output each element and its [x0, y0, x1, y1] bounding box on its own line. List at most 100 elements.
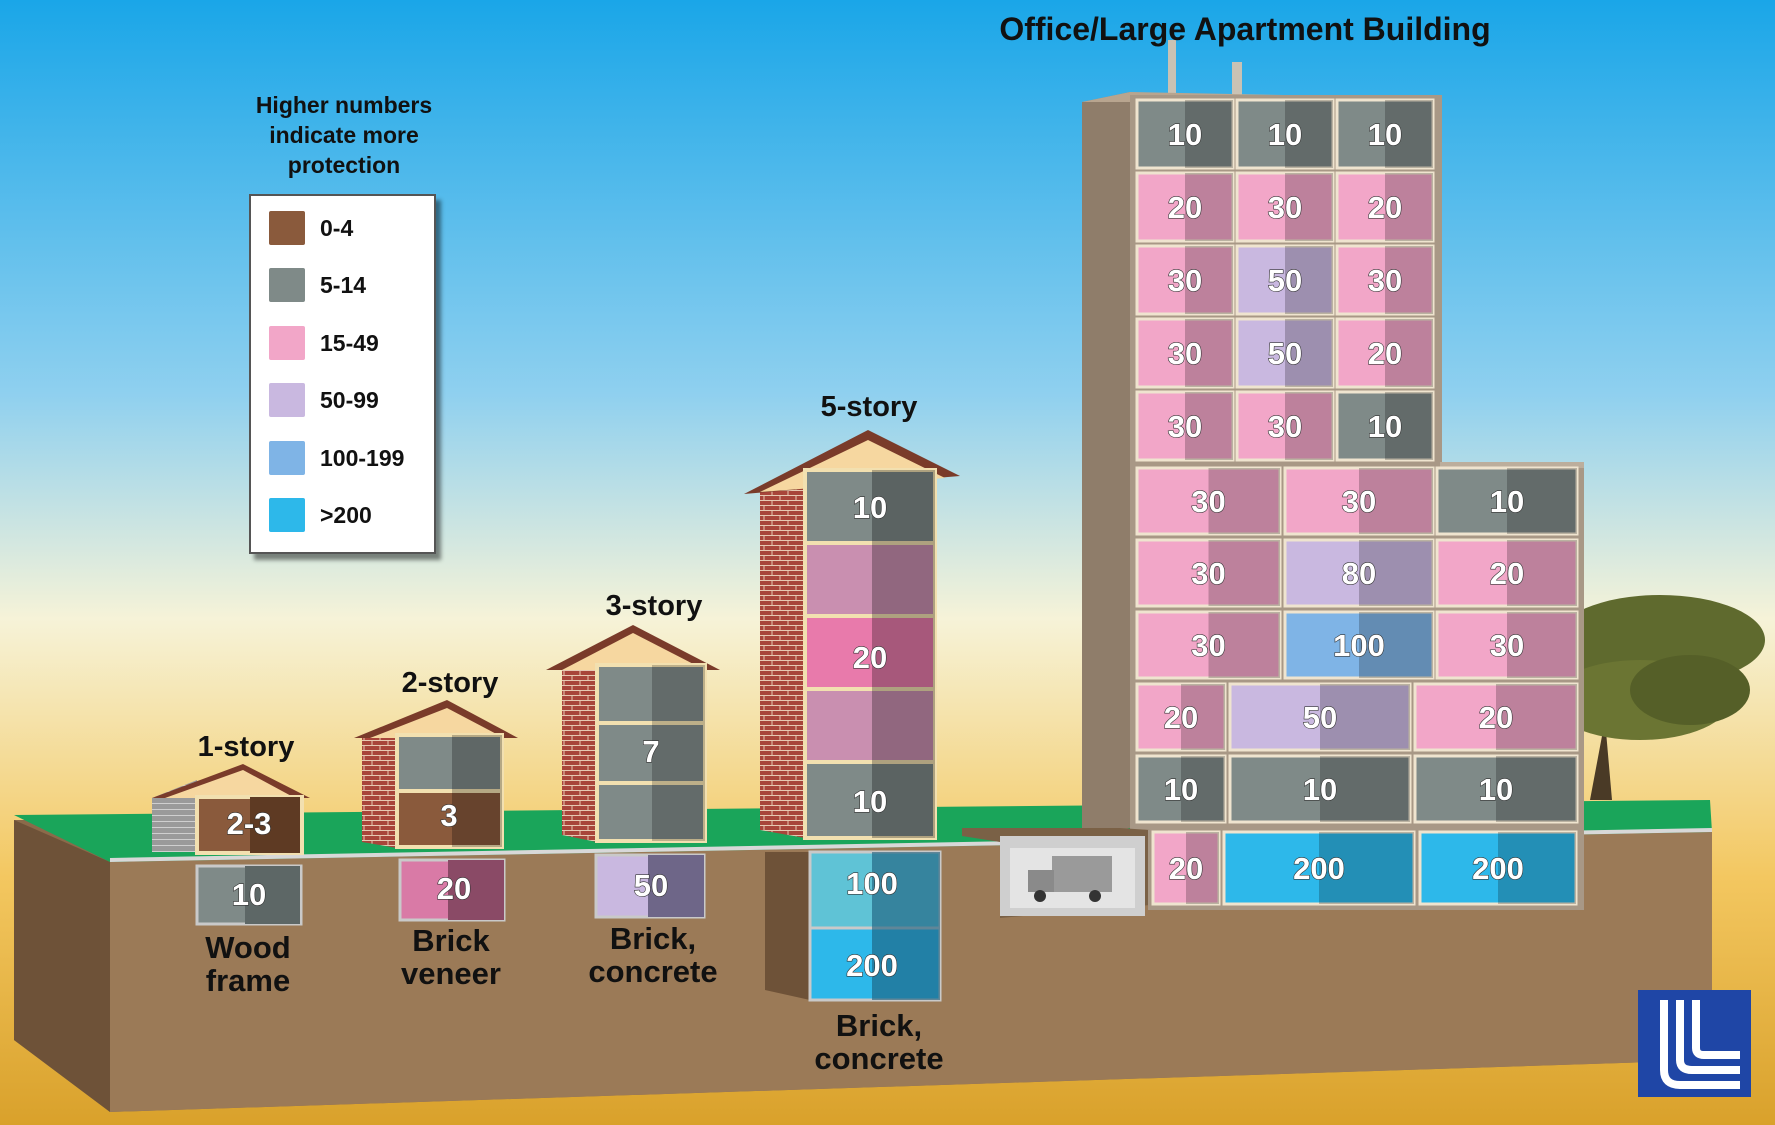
tower-room-20 — [1435, 538, 1579, 608]
tower-room-value: 20 — [1479, 700, 1513, 735]
tower-room-value: 80 — [1342, 556, 1376, 591]
tower-room-value: 20 — [1168, 190, 1202, 225]
legend-swatch — [269, 498, 305, 532]
tower-room-value: 30 — [1191, 484, 1225, 519]
tower-room-shade — [1208, 468, 1280, 534]
house-2-story-label: 2-story — [402, 667, 499, 699]
tower-room-shade — [1181, 756, 1225, 822]
tower-room-value: 10 — [1368, 117, 1402, 152]
legend-note: Higher numbers indicate more protection — [222, 90, 466, 180]
tower-room-29 — [1413, 754, 1579, 824]
tower-room-shade — [1185, 392, 1233, 460]
tower-room-shade — [1185, 246, 1233, 314]
tower-room-7 — [1235, 244, 1335, 316]
tower-room-value: 20 — [1368, 190, 1402, 225]
legend-label: >200 — [320, 501, 372, 528]
house-5-story-floor-1-value: 10 — [853, 784, 887, 819]
house-1-story-type-line1: Wood — [205, 930, 291, 965]
tower-room-19 — [1283, 538, 1435, 608]
tower-room-22 — [1283, 610, 1435, 680]
tower-room-8 — [1335, 244, 1435, 316]
house-2-story-ground-value: 3 — [440, 798, 457, 833]
tower-room-value: 30 — [1168, 336, 1202, 371]
tower-room-1 — [1235, 98, 1335, 170]
tower-room-24 — [1135, 682, 1227, 752]
tower-room-shade — [1496, 756, 1577, 822]
tower-room-value: 10 — [1303, 772, 1337, 807]
tower-room-6 — [1135, 244, 1235, 316]
legend-note-line: protection — [287, 152, 401, 178]
tower-room-21 — [1135, 610, 1282, 680]
tower-room-5 — [1335, 171, 1435, 243]
tower-room-value: 30 — [1368, 263, 1402, 298]
tower-room-shade — [1507, 468, 1577, 534]
tree-icon — [1550, 595, 1765, 800]
tower-room-32 — [1418, 830, 1578, 906]
tower-room-3 — [1135, 171, 1235, 243]
tower-room-value: 30 — [1168, 409, 1202, 444]
house-2-story-basement-value: 20 — [437, 871, 471, 906]
legend-swatch — [269, 383, 305, 417]
tower-room-shade — [1507, 540, 1577, 606]
tower-room-shade — [1208, 540, 1280, 606]
legend-item: 100-199 — [269, 441, 404, 475]
tower-room-shade — [1359, 540, 1433, 606]
tower-room-value: 30 — [1342, 484, 1376, 519]
tower-room-14 — [1335, 390, 1435, 462]
house-2-story-type-line1: Brick — [412, 923, 490, 958]
legend-item: 5-14 — [269, 268, 366, 302]
tower-room-value: 30 — [1191, 556, 1225, 591]
tower-room-value: 10 — [1164, 772, 1198, 807]
tower-room-shade — [1385, 100, 1433, 168]
tower-room-shade — [1285, 100, 1333, 168]
tower-room-15 — [1135, 466, 1282, 536]
house-3-story — [546, 625, 720, 919]
house-5-story-label: 5-story — [821, 391, 918, 423]
legend-swatch — [269, 211, 305, 245]
tower-room-shade — [1359, 612, 1433, 678]
house-3-story-label: 3-story — [606, 590, 703, 622]
tower-room-value: 20 — [1169, 851, 1203, 886]
house-1-story — [152, 764, 310, 926]
tower-room-shade — [1385, 392, 1433, 460]
tower-room-12 — [1135, 390, 1235, 462]
llnl-logo — [1638, 990, 1751, 1097]
tower-room-shade — [1186, 832, 1219, 904]
tower-room-26 — [1413, 682, 1579, 752]
tower-room-shade — [1181, 684, 1225, 750]
tower-room-value: 20 — [1368, 336, 1402, 371]
tower-room-value: 30 — [1191, 628, 1225, 663]
tower-room-shade — [1385, 173, 1433, 241]
legend-label: 100-199 — [320, 444, 405, 471]
tower-room-value: 50 — [1303, 700, 1337, 735]
tower-room-value: 10 — [1368, 409, 1402, 444]
tower-room-shade — [1320, 684, 1410, 750]
house-1-story-basement-value: 10 — [232, 877, 266, 912]
tower-room-value: 30 — [1268, 190, 1302, 225]
tower-room-shade — [1285, 392, 1333, 460]
legend-note-line: Higher numbers — [255, 92, 433, 118]
house-5-story — [744, 430, 960, 1002]
house-5-story-basement-2-value: 200 — [846, 948, 898, 983]
tower-room-shade — [1385, 246, 1433, 314]
tower-room-shade — [1496, 684, 1577, 750]
tower-room-13 — [1235, 390, 1335, 462]
tower-room-shade — [1498, 832, 1576, 904]
tower-room-10 — [1235, 317, 1335, 389]
legend-swatch — [269, 268, 305, 302]
tower-room-17 — [1435, 466, 1579, 536]
house-3-story-type-line2: concrete — [588, 954, 717, 989]
tower-room-shade — [1320, 756, 1410, 822]
tower-room-value: 100 — [1333, 628, 1385, 663]
office-building-title: Office/Large Apartment Building — [999, 11, 1490, 47]
tower-room-4 — [1235, 171, 1335, 243]
legend-swatch — [269, 441, 305, 475]
house-1-story-ground-value: 2-3 — [227, 806, 272, 841]
tower-room-value: 10 — [1168, 117, 1202, 152]
house-5-story-floor-5-value: 10 — [853, 490, 887, 525]
tower-room-28 — [1228, 754, 1412, 824]
house-5-story-basement-1-value: 100 — [846, 866, 898, 901]
house-3-story-type-line1: Brick, — [610, 921, 696, 956]
